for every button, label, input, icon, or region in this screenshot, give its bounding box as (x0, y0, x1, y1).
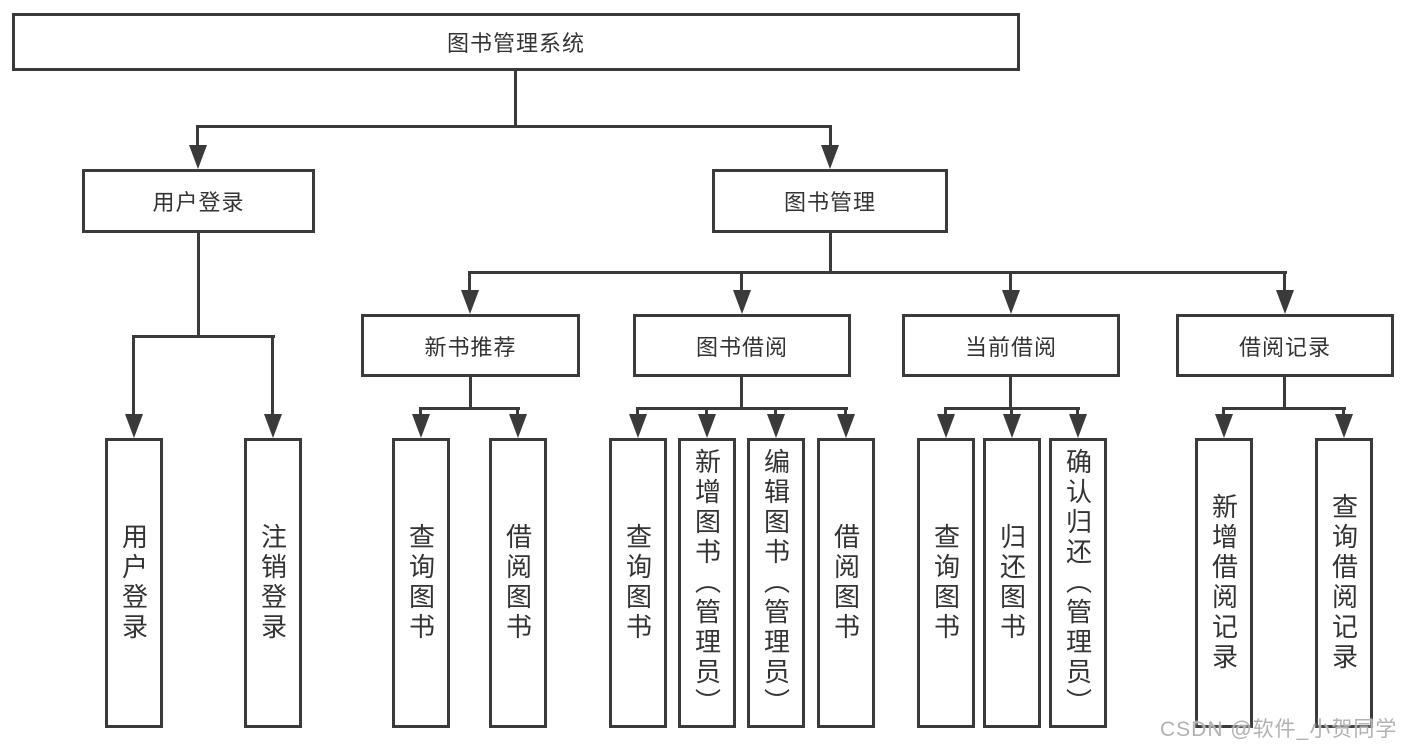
node-borrow-record: 借阅记录 (1176, 314, 1394, 377)
arrow-down-icon (461, 290, 479, 314)
connector-user-login-stem (197, 233, 200, 335)
connector-leaf-drop (516, 407, 519, 416)
leaf-query-book-current: 查询图书 (917, 438, 975, 728)
arrow-down-icon (937, 414, 955, 438)
arrow-down-icon (629, 414, 647, 438)
arrow-down-icon (1069, 414, 1087, 438)
leaf-return-book: 归还图书 (983, 438, 1041, 728)
connector-branch-drop (740, 271, 743, 291)
arrow-down-icon (1002, 290, 1020, 314)
leaf-query-book-recommend: 查询图书 (392, 438, 450, 728)
connector-user-login-bar (132, 335, 275, 338)
leaf-logout: 注销登录 (244, 438, 302, 728)
arrow-down-icon (509, 414, 527, 438)
leaf-query-borrow-record: 查询借阅记录 (1315, 438, 1373, 728)
arrow-down-icon (821, 145, 839, 169)
leaf-edit-book-admin: 编辑图书（管理员） (747, 438, 805, 728)
leaf-borrow-book-recommend: 借阅图书 (489, 438, 547, 728)
connector-leaf-drop (705, 407, 708, 416)
connector-branch2-bar (636, 407, 848, 410)
arrow-down-icon (125, 414, 143, 438)
node-user-login: 用户登录 (82, 169, 315, 233)
connector-branch2-stem (740, 377, 743, 407)
connector-root-stem (514, 71, 517, 125)
leaf-add-borrow-record: 新增借阅记录 (1195, 438, 1253, 728)
node-current-borrow: 当前借阅 (902, 314, 1120, 377)
connector-leaf-drop (1010, 407, 1013, 416)
arrow-down-icon (1276, 290, 1294, 314)
arrow-down-icon (264, 414, 282, 438)
connector-branch1-bar (419, 407, 520, 410)
node-book-borrow: 图书借阅 (633, 314, 851, 377)
connector-branch4-bar (1222, 407, 1346, 410)
connector-branch-drop (1009, 271, 1012, 291)
node-book-mgmt: 图书管理 (712, 169, 948, 233)
arrow-down-icon (189, 145, 207, 169)
connector-branch-drop (1283, 271, 1286, 291)
connector-leaf-drop (1222, 407, 1225, 416)
connector-user-login-drop (196, 125, 199, 146)
connector-leaf-drop (1076, 407, 1079, 416)
connector-branch3-stem (1009, 377, 1012, 407)
arrow-down-icon (767, 414, 785, 438)
connector-branch-drop (468, 271, 471, 291)
leaf-user-login: 用户登录 (105, 438, 163, 728)
connector-leaf-drop (132, 335, 135, 416)
arrow-down-icon (837, 414, 855, 438)
leaf-query-book-borrow: 查询图书 (609, 438, 667, 728)
arrow-down-icon (698, 414, 716, 438)
leaf-add-book-admin: 新增图书（管理员） (678, 438, 736, 728)
connector-root-bar (196, 125, 832, 128)
arrow-down-icon (733, 290, 751, 314)
connector-leaf-drop (844, 407, 847, 416)
connector-leaf-drop (271, 335, 274, 416)
leaf-confirm-return-admin: 确认归还（管理员） (1049, 438, 1107, 728)
connector-book-mgmt-bar (468, 271, 1287, 274)
leaf-borrow-book: 借阅图书 (817, 438, 875, 728)
connector-leaf-drop (636, 407, 639, 416)
node-new-book-recommend: 新书推荐 (361, 314, 580, 377)
connector-leaf-drop (944, 407, 947, 416)
connector-book-mgmt-drop (829, 125, 832, 146)
connector-leaf-drop (419, 407, 422, 416)
arrow-down-icon (412, 414, 430, 438)
connector-leaf-drop (774, 407, 777, 416)
connector-branch1-stem (469, 377, 472, 407)
node-root: 图书管理系统 (12, 13, 1020, 71)
csdn-watermark: CSDN @软件_小贺同学 (1160, 718, 1398, 741)
connector-leaf-drop (1342, 407, 1345, 416)
connector-book-mgmt-stem (829, 233, 832, 271)
arrow-down-icon (1335, 414, 1353, 438)
arrow-down-icon (1003, 414, 1021, 438)
arrow-down-icon (1215, 414, 1233, 438)
connector-branch4-stem (1283, 377, 1286, 407)
